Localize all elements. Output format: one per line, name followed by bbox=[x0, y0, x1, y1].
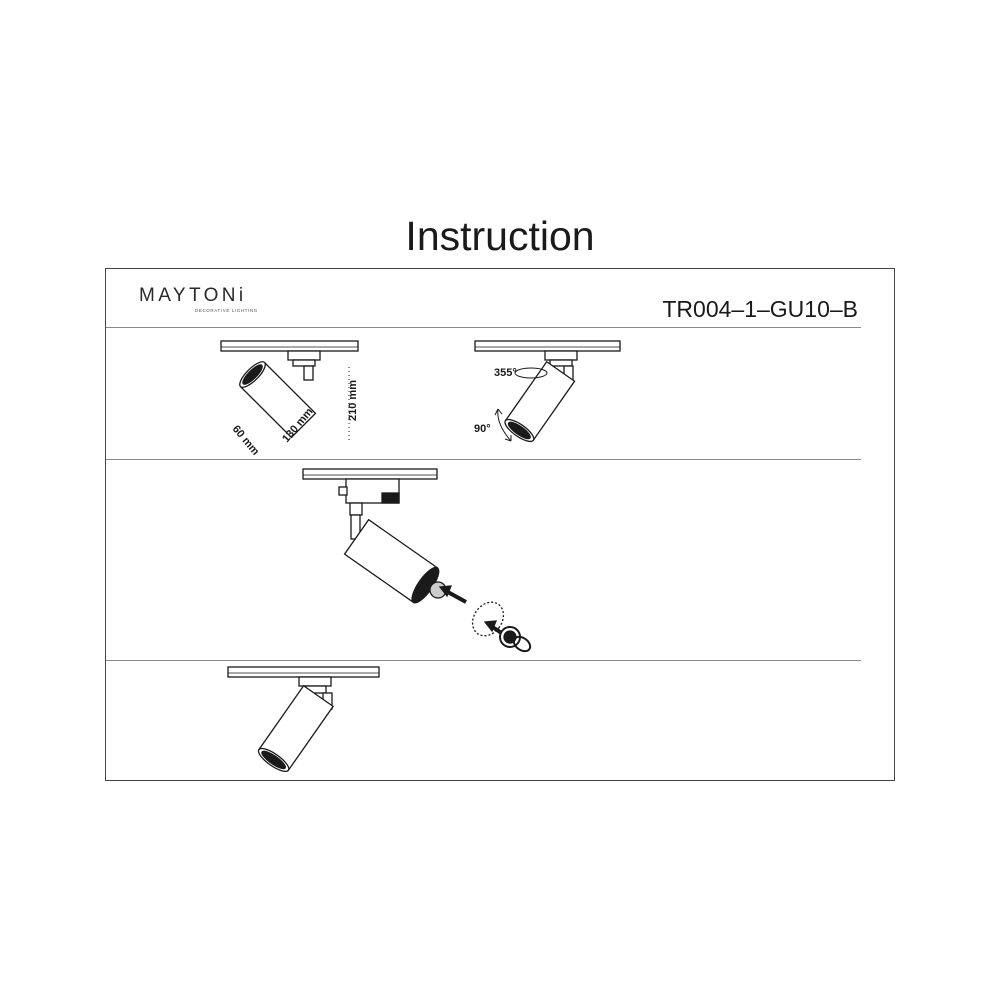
track-adapter bbox=[287, 350, 321, 361]
rotate-vertical-icon bbox=[497, 408, 512, 442]
dimension-height: 210 mm bbox=[347, 380, 359, 421]
rotation-vertical: 90° bbox=[474, 423, 491, 435]
spotlight-body bbox=[257, 684, 335, 773]
spotlight-dimensions-illustration bbox=[220, 340, 359, 441]
track-rail bbox=[227, 666, 380, 678]
mount-arm bbox=[303, 365, 314, 381]
track-adapter bbox=[298, 676, 332, 687]
track-adapter bbox=[544, 350, 578, 361]
spotlight-body bbox=[504, 360, 576, 443]
dimension-width: 60 mm bbox=[230, 423, 262, 458]
rotation-horizontal: 355° bbox=[494, 367, 517, 379]
spotlight-rotation-illustration bbox=[474, 340, 621, 443]
brand-tagline: DECORATIVE LIGHTING bbox=[195, 308, 258, 313]
brand-logo: MAYTONi DECORATIVE LIGHTING bbox=[139, 285, 258, 313]
spotlight-body bbox=[239, 361, 317, 439]
instruction-frame: MAYTONi DECORATIVE LIGHTING TR004–1–GU10… bbox=[105, 268, 895, 781]
spotlight-body bbox=[343, 518, 440, 604]
divider-step1 bbox=[106, 459, 861, 460]
track-rail bbox=[220, 340, 359, 352]
model-number: TR004–1–GU10–B bbox=[662, 296, 858, 322]
rotate-horizontal-icon bbox=[514, 367, 548, 379]
page-title: Instruction bbox=[405, 213, 595, 259]
track-rail bbox=[302, 468, 438, 480]
lamp-cover bbox=[512, 635, 532, 653]
assembled-spotlight-illustration bbox=[227, 666, 380, 773]
arrow-icon bbox=[445, 589, 467, 604]
divider-header bbox=[106, 327, 861, 328]
lamp-replacement-illustration bbox=[302, 468, 532, 653]
illustrations: 60 mm 130 mm 210 mm 355° 90° bbox=[220, 340, 621, 773]
track-rail bbox=[474, 340, 621, 352]
brand-name: MAYTONi bbox=[139, 285, 247, 306]
divider-step2 bbox=[106, 660, 861, 661]
